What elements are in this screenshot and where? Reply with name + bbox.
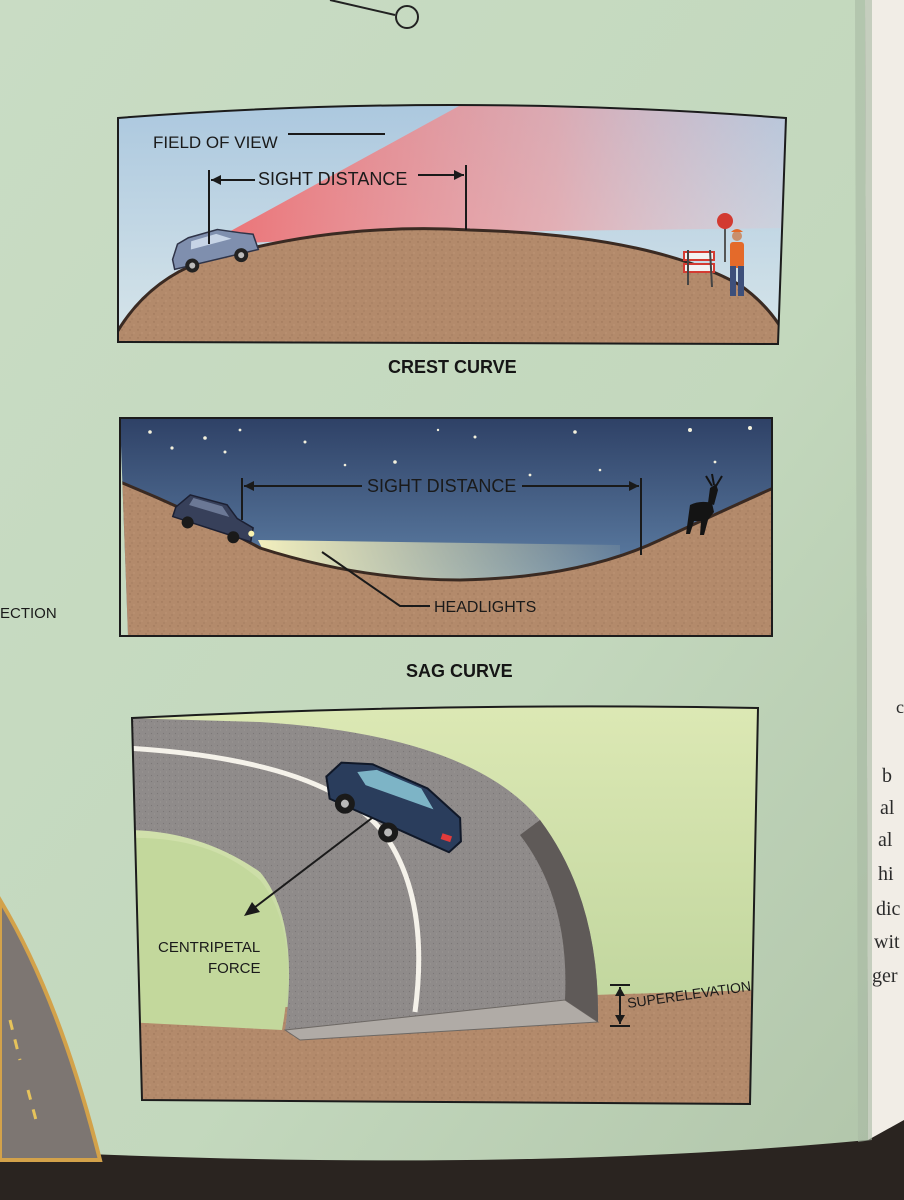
crest-curve-caption: CREST CURVE — [388, 357, 517, 377]
inner-island — [132, 837, 288, 1030]
bank-ground — [132, 990, 758, 1104]
bank-car — [325, 761, 462, 854]
barricade-icon — [683, 249, 715, 288]
page-gutter — [855, 0, 872, 1142]
right-text-0: c — [896, 697, 904, 717]
centripetal-label-line1: CENTRIPETAL — [158, 939, 260, 956]
centripetal-force-arrow — [253, 817, 373, 909]
right-text-6: wit — [874, 931, 900, 953]
sag-curve-panel: SIGHT DISTANCE HEADLIGHTS — [119, 417, 773, 637]
crest-car — [171, 228, 260, 273]
headlights-leader — [321, 551, 430, 607]
right-page-text: c b al al hi dic wit ger — [872, 697, 904, 987]
banked-curve-panel: CENTRIPETAL FORCE SUPERELEVATION — [130, 705, 760, 1106]
sag-frame — [119, 417, 773, 637]
right-text-2: al — [880, 797, 895, 819]
headlights-label: HEADLIGHTS — [434, 599, 536, 616]
crest-arrowhead-left — [211, 175, 221, 185]
crest-frame — [117, 104, 788, 346]
lane-line — [132, 745, 422, 1013]
page-right — [865, 0, 904, 1140]
right-text-7: ger — [872, 965, 898, 987]
sag-arrowhead-right — [629, 481, 639, 491]
sag-arrowhead-left — [244, 481, 254, 491]
field-of-view-label: FIELD OF VIEW — [153, 133, 278, 152]
sag-sight-distance-label: SIGHT DISTANCE — [367, 476, 516, 496]
left-fragment-text: ECTION — [0, 605, 57, 622]
left-road — [0, 896, 103, 1162]
right-text-1: b — [882, 765, 892, 787]
deer-icon — [686, 473, 723, 535]
right-text-3: al — [878, 829, 893, 851]
top-circle — [395, 5, 419, 29]
embankment — [520, 820, 599, 1022]
headlight-beam — [258, 540, 620, 582]
top-line — [329, 0, 396, 16]
superelevation-arrowhead-down — [615, 1015, 625, 1024]
right-text-4: hi — [878, 863, 894, 885]
superelevation-arrowhead-up — [615, 987, 625, 996]
sag-curve-caption: SAG CURVE — [406, 661, 513, 681]
centripetal-label-line2: FORCE — [208, 960, 261, 977]
field-of-view-beam — [205, 105, 786, 245]
flagger-worker-icon — [717, 213, 744, 296]
banked-road — [132, 718, 599, 1030]
sag-car — [171, 494, 255, 544]
crest-curve-panel: FIELD OF VIEW SIGHT DISTANCE — [117, 104, 788, 346]
right-text-5: dic — [876, 898, 901, 920]
stars — [148, 426, 752, 477]
crest-sight-distance-label: SIGHT DISTANCE — [258, 169, 407, 189]
left-road-markings — [8, 1019, 38, 1121]
bank-frame — [130, 705, 760, 1106]
centripetal-arrowhead — [244, 902, 260, 916]
crest-arrowhead-right — [454, 170, 464, 180]
